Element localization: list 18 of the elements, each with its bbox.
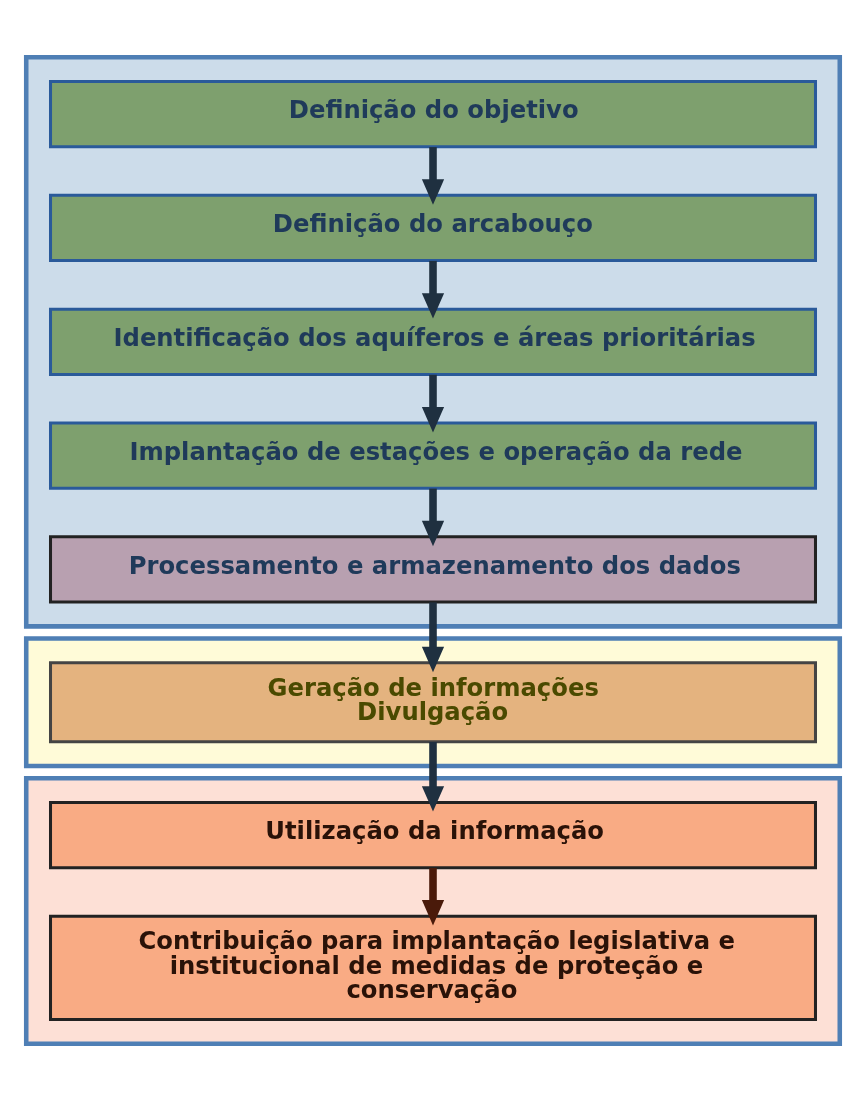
node-box: Definição do arcabouço <box>49 193 817 262</box>
arrow <box>421 260 445 319</box>
cluster <box>23 635 843 768</box>
arrow <box>421 741 445 812</box>
arrow <box>421 601 445 672</box>
arrow <box>421 867 445 925</box>
node-box: Definição do objetivo <box>49 79 817 148</box>
arrow <box>421 488 445 546</box>
node-box: Utilização da informação <box>49 800 817 869</box>
node-box: Identificação dos aquíferos e áreas prioritárias <box>49 307 817 376</box>
arrow <box>421 146 445 205</box>
node-box: Processamento e armazenamento dos dados <box>49 534 817 604</box>
node-box: Contribuição para implantação legislativa e institucional de medidas de proteção e conservação <box>49 914 817 1021</box>
cluster <box>23 775 843 1046</box>
cluster <box>23 54 843 629</box>
node-box: Geração de informações Divulgação <box>49 660 817 743</box>
node-box: Implantação de estações e operação da rede <box>49 421 817 490</box>
arrow <box>421 374 445 432</box>
